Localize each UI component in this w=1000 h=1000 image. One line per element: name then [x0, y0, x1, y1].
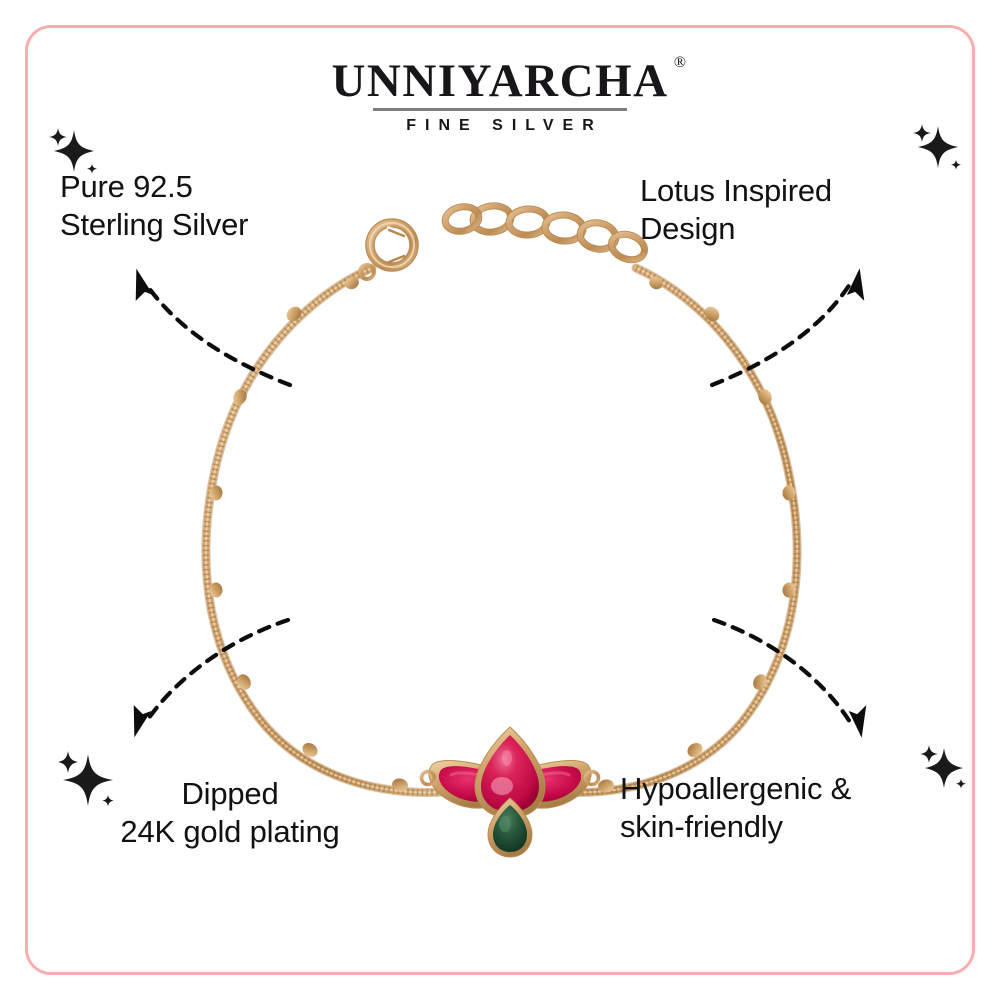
arrow-to-bottom-right-line: [711, 617, 853, 725]
lotus-pendant: [419, 726, 601, 858]
sparkle-icon: [920, 745, 966, 789]
brand-tagline: FINE SILVER: [406, 117, 603, 134]
sparkle-icon: [913, 124, 961, 170]
chain-beads: [209, 276, 796, 793]
arrow-to-top-right-head: [846, 268, 865, 301]
brand-logo: UNNIYARCHA® FINE SILVER: [0, 55, 1000, 135]
extender-chain: [441, 202, 648, 264]
brand-name-text: UNNIYARCHA: [331, 55, 669, 107]
arrow-to-top-right-line: [709, 281, 853, 388]
sparkle-icon: [49, 128, 97, 174]
callout-pure-sterling-silver: Pure 92.5 Sterling Silver: [60, 169, 249, 243]
arrow-to-top-left-head: [135, 268, 154, 301]
arrow-to-bottom-left-head: [133, 705, 152, 738]
brand-name: UNNIYARCHA®: [329, 55, 686, 107]
callout-lotus-inspired-design: Lotus Inspired Design: [640, 173, 832, 247]
logo-divider: [373, 108, 627, 111]
arrow-to-bottom-right-head: [848, 705, 867, 738]
arrow-to-bottom-left-line: [143, 617, 291, 725]
arrow-to-top-left-line: [143, 281, 293, 388]
callout-gold-plating: Dipped 24K gold plating: [120, 776, 340, 850]
chain-loop: [201, 263, 802, 797]
callout-hypoallergenic: Hypoallergenic & skin-friendly: [620, 771, 852, 845]
sparkle-icon: [58, 751, 114, 807]
registered-trademark-icon: ®: [673, 54, 688, 71]
spring-ring-clasp: [358, 218, 419, 281]
